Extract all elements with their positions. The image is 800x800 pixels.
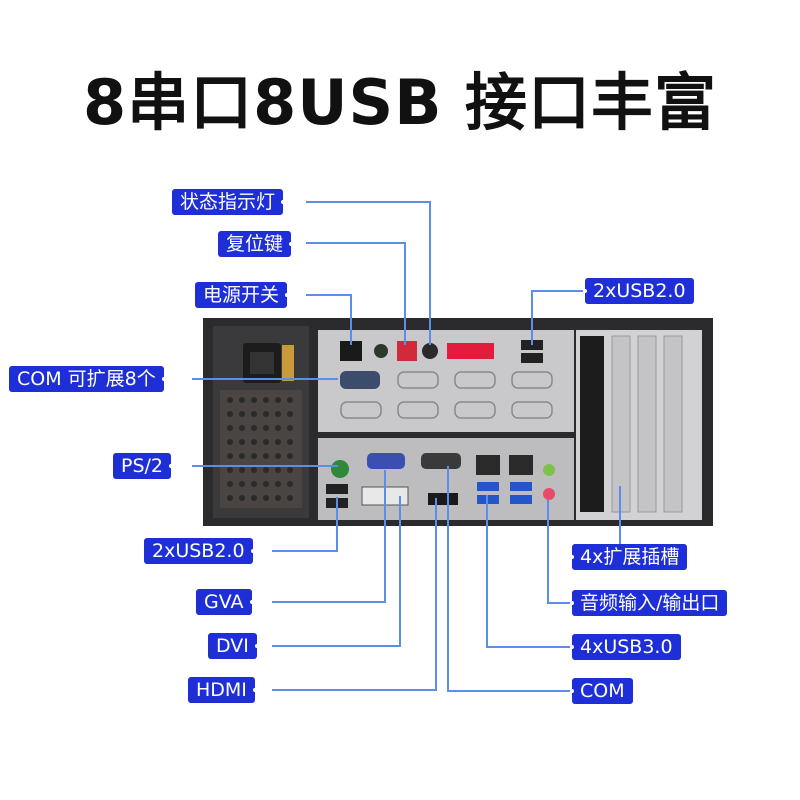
label-usb-top-text: 2xUSB2.0 <box>593 280 686 302</box>
label-status-light-text: 状态指示灯 <box>180 191 276 213</box>
label-usb-top: 2xUSB2.0 <box>583 278 694 304</box>
label-dvi: DVI <box>208 633 259 659</box>
label-status-light: 状态指示灯 <box>172 189 286 215</box>
label-com-expand-text: COM 可扩展8个 <box>17 368 156 390</box>
label-audio: 音频输入/输出口 <box>570 590 728 616</box>
lan-ports <box>476 455 533 475</box>
label-com-expand: COM 可扩展8个 <box>9 366 166 392</box>
label-com: COM <box>570 678 633 704</box>
com-knockouts <box>340 371 553 419</box>
hdmi-port <box>428 493 458 505</box>
psu-power-socket <box>243 343 294 383</box>
slot-bracket-black <box>580 336 604 512</box>
label-usb-front: 2xUSB2.0 <box>144 538 255 564</box>
label-power-switch-text: 电源开关 <box>203 284 280 306</box>
label-usb-front-text: 2xUSB2.0 <box>152 540 245 562</box>
label-audio-text: 音频输入/输出口 <box>580 592 720 614</box>
audio-jacks <box>543 464 555 500</box>
label-com-text: COM <box>580 680 625 702</box>
label-power-switch: 电源开关 <box>195 282 290 308</box>
reset-button-shape <box>397 341 417 361</box>
label-expansion-slots-text: 4x扩展插槽 <box>580 546 680 568</box>
label-usb3: 4xUSB3.0 <box>570 634 681 660</box>
label-hdmi: HDMI <box>188 677 257 703</box>
status-led <box>422 343 438 359</box>
psu-fan-grille <box>220 390 302 508</box>
page-title: 8串口8USB 接口丰富 <box>82 66 718 139</box>
slot-covers <box>611 335 683 513</box>
label-hdmi-text: HDMI <box>196 679 247 701</box>
com-port-installed <box>340 371 380 389</box>
label-ps2-text: PS/2 <box>121 455 164 477</box>
label-reset-key-text: 复位键 <box>226 233 284 255</box>
label-gva: GVA <box>196 589 254 615</box>
io-shield <box>318 438 574 520</box>
label-expansion-slots: 4x扩展插槽 <box>570 544 688 570</box>
label-usb3-text: 4xUSB3.0 <box>580 636 673 658</box>
label-ps2: PS/2 <box>113 453 174 479</box>
power-switch-shape <box>340 341 362 361</box>
vga-port <box>367 453 405 469</box>
label-reset-key: 复位键 <box>218 231 294 257</box>
ps2-port <box>331 460 349 478</box>
label-gva-text: GVA <box>204 591 244 613</box>
led-green <box>374 344 388 358</box>
red-label-sticker <box>447 343 494 359</box>
serial-com-port <box>421 453 461 469</box>
label-dvi-text: DVI <box>216 635 249 657</box>
